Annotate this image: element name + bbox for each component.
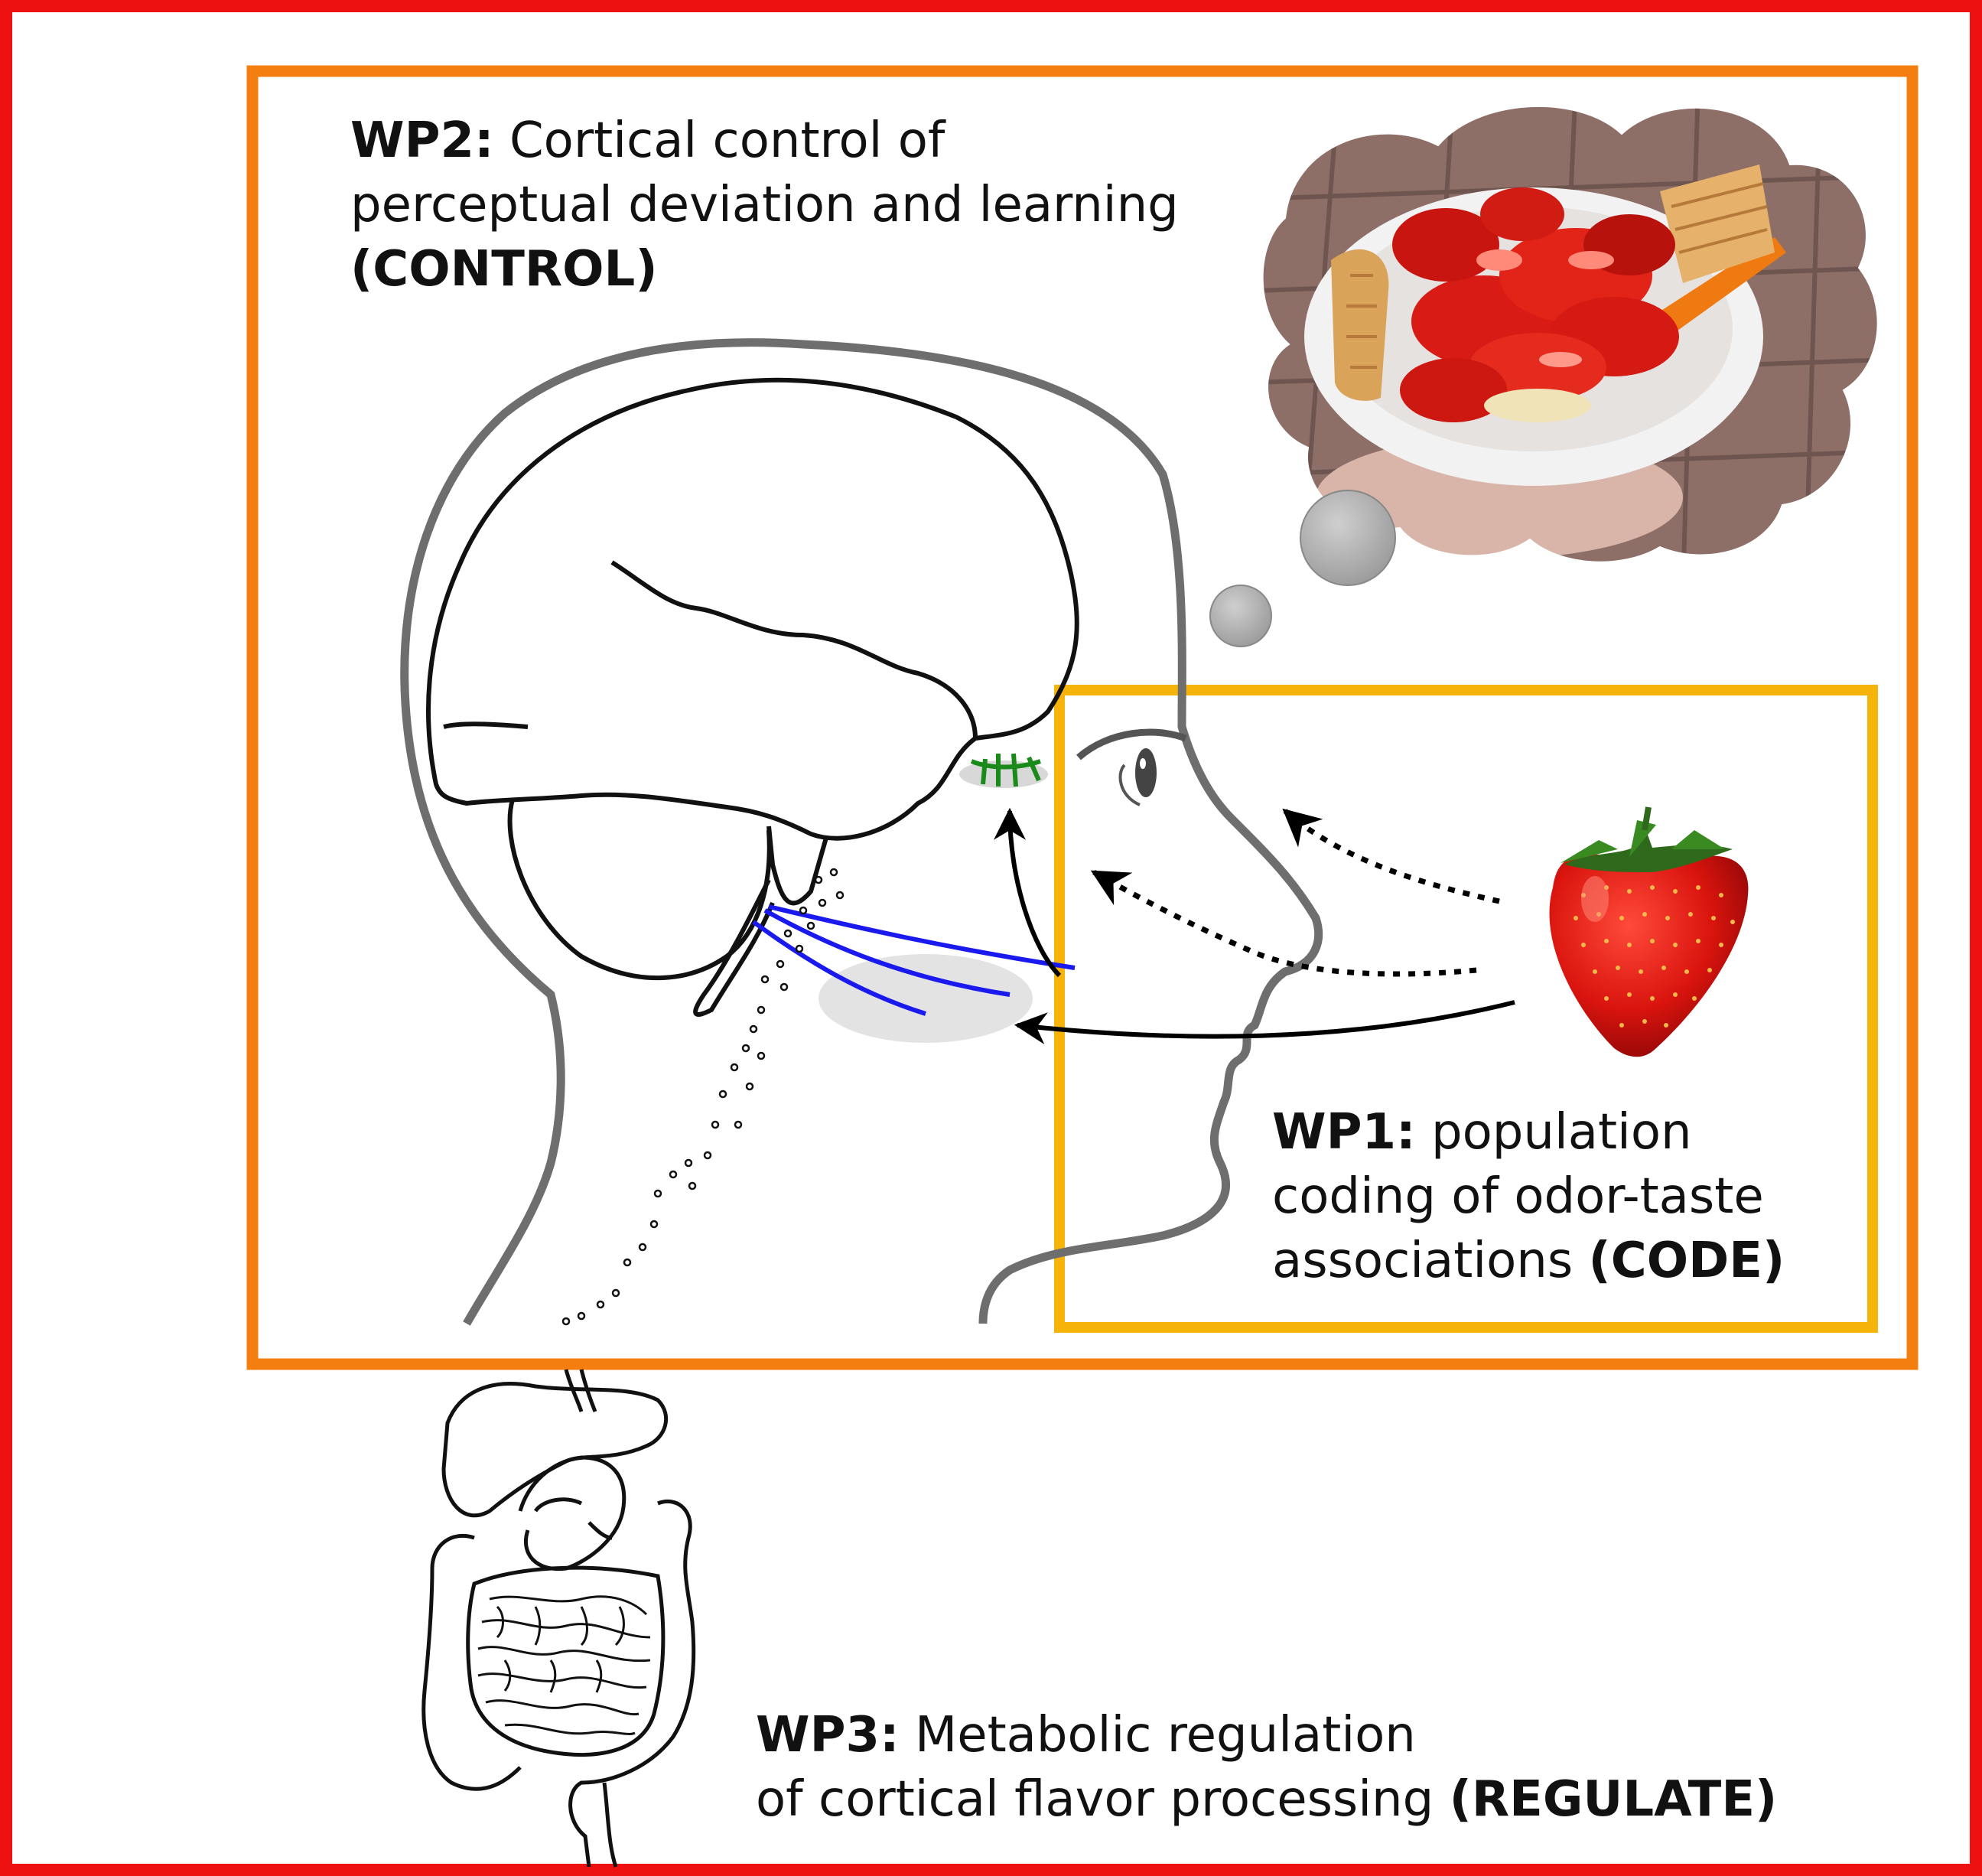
orthonasal-arrow-upper	[1282, 808, 1500, 904]
wp2-line1: WP2: Cortical control of	[350, 109, 1179, 173]
wp1-frame	[1054, 685, 1878, 1333]
olfactory-bulb-icon	[959, 753, 1048, 788]
tongue-region	[819, 954, 1033, 1043]
eye-icon	[1076, 728, 1187, 806]
wp3-title-part2: of cortical flavor processing	[756, 1771, 1434, 1828]
wp3-code: (REGULATE)	[1449, 1771, 1778, 1828]
wp2-code: (CONTROL)	[350, 241, 658, 298]
wp2-frame	[246, 65, 1919, 1370]
wp1-tag: WP1:	[1272, 1104, 1416, 1161]
retronasal-arrow	[994, 807, 1062, 978]
wp1-line2: coding of odor-taste	[1272, 1168, 1764, 1225]
flavor-arrows	[994, 807, 1515, 1044]
wp3-tag: WP3:	[756, 1707, 900, 1764]
taste-nerves	[752, 904, 1076, 1016]
wp1-line1: WP1: population	[1272, 1100, 1785, 1164]
wp1-code: (CODE)	[1588, 1233, 1785, 1289]
wp1-label: WP1: population coding of odor-taste ass…	[1272, 1100, 1785, 1293]
wp1-line3: associations (CODE)	[1272, 1229, 1785, 1293]
orthonasal-arrow-lower	[1090, 869, 1477, 977]
digestive-system-icon	[421, 1369, 696, 1868]
wp1-title-part3: associations	[1272, 1233, 1574, 1289]
wp3-label: WP3: Metabolic regulation of cortical fl…	[756, 1703, 1777, 1832]
dessert-thought-image	[1261, 105, 1879, 563]
wp2-label: WP2: Cortical control of perceptual devi…	[350, 109, 1179, 301]
brain-icon	[426, 377, 1079, 1017]
wp3-title-part1: Metabolic regulation	[914, 1707, 1416, 1764]
wp1-title-part1: population	[1430, 1104, 1692, 1161]
wp2-line3: (CONTROL)	[350, 237, 1179, 301]
wp3-line1: WP3: Metabolic regulation	[756, 1703, 1777, 1767]
strawberry-icon	[1549, 806, 1749, 1057]
head-outline	[400, 338, 1323, 1326]
wp2-title-part1: Cortical control of	[509, 112, 945, 169]
wp2-tag: WP2:	[350, 112, 494, 169]
thought-bubble-small	[1209, 585, 1272, 647]
vagal-dotted-path	[561, 868, 845, 1326]
wp3-line2: of cortical flavor processing (REGULATE)	[756, 1767, 1777, 1832]
taste-arrow	[1014, 1000, 1515, 1044]
wp2-line2: perceptual deviation and learning	[350, 177, 1179, 233]
thought-bubble-large	[1300, 490, 1396, 586]
